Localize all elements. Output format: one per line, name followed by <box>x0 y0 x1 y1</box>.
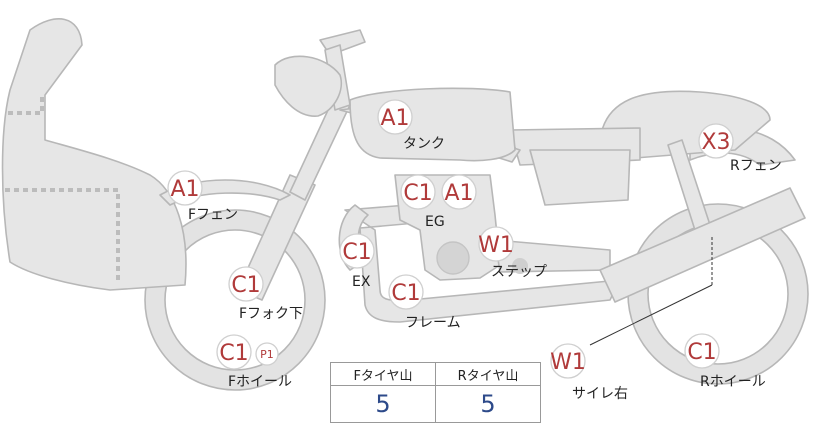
fairing-shape <box>1 18 187 291</box>
step-peg <box>512 258 528 274</box>
badge-step[interactable]: W1 <box>478 226 514 262</box>
value-rear-tread[interactable]: 5 <box>435 385 541 423</box>
label-muffler-right: サイレ右 <box>572 386 628 402</box>
label-exhaust: EX <box>352 274 371 290</box>
code-fender-rear: X3 <box>701 130 730 155</box>
badge-frame[interactable]: C1 <box>388 274 424 310</box>
code-muffler-right: W1 <box>550 350 586 375</box>
engine-cover <box>436 241 470 275</box>
front-tire <box>145 210 325 390</box>
frame-lower-shape <box>344 199 621 323</box>
front-tire-inner-edge <box>164 229 306 371</box>
code-fork-lower: C1 <box>231 273 260 298</box>
tire-tread-table: Fタイヤ山 Rタイヤ山 5 5 <box>330 362 541 423</box>
label-wheel-rear: Rホイール <box>700 374 766 390</box>
code-wheel-front-extra: P1 <box>260 348 274 361</box>
label-engine: EG <box>425 214 445 230</box>
muffler-leader-line <box>589 284 713 346</box>
badge-wheel-rear[interactable]: C1 <box>684 333 720 369</box>
badge-muffler-right[interactable]: W1 <box>550 343 586 379</box>
code-engine-2: A1 <box>444 181 473 206</box>
front-tire-outer-edge <box>144 209 326 391</box>
label-tank: タンク <box>403 136 445 152</box>
code-wheel-rear: C1 <box>687 340 716 365</box>
fairing-seam-lower <box>5 188 120 280</box>
code-tank: A1 <box>380 106 409 131</box>
label-wheel-front: Fホイール <box>228 374 292 390</box>
label-fender-rear: Rフェン <box>730 158 782 174</box>
value-front-tread[interactable]: 5 <box>330 385 436 423</box>
label-step: ステップ <box>491 264 547 280</box>
side-cover-shape <box>529 149 631 206</box>
fairing-seam-upper <box>8 95 44 115</box>
rear-tire <box>628 204 808 384</box>
code-step: W1 <box>478 233 514 258</box>
code-exhaust: C1 <box>342 240 371 265</box>
badge-tank[interactable]: A1 <box>377 99 413 135</box>
label-fender-front: Fフェン <box>188 207 238 223</box>
label-frame: フレーム <box>405 315 461 331</box>
badge-fender-front[interactable]: A1 <box>167 170 203 206</box>
muffler-shape <box>599 187 806 303</box>
header-front-tread: Fタイヤ山 <box>330 362 436 386</box>
badge-fork-lower[interactable]: C1 <box>228 266 264 302</box>
tread-table-value-row: 5 5 <box>330 385 541 423</box>
code-wheel-front: C1 <box>219 341 248 366</box>
headlight-shape <box>274 55 342 117</box>
badge-engine-2[interactable]: A1 <box>441 174 477 210</box>
badge-fender-rear[interactable]: X3 <box>698 123 734 159</box>
header-rear-tread: Rタイヤ山 <box>435 362 541 386</box>
badge-engine-1[interactable]: C1 <box>400 174 436 210</box>
badge-exhaust[interactable]: C1 <box>339 233 375 269</box>
label-fork-lower: Fフォク下 <box>239 306 303 322</box>
code-frame: C1 <box>391 281 420 306</box>
tread-table-header-row: Fタイヤ山 Rタイヤ山 <box>330 362 541 386</box>
badge-wheel-front-extra[interactable]: P1 <box>255 342 279 366</box>
badge-wheel-front[interactable]: C1 <box>216 334 252 370</box>
code-engine-1: C1 <box>403 181 432 206</box>
code-fender-front: A1 <box>170 177 199 202</box>
